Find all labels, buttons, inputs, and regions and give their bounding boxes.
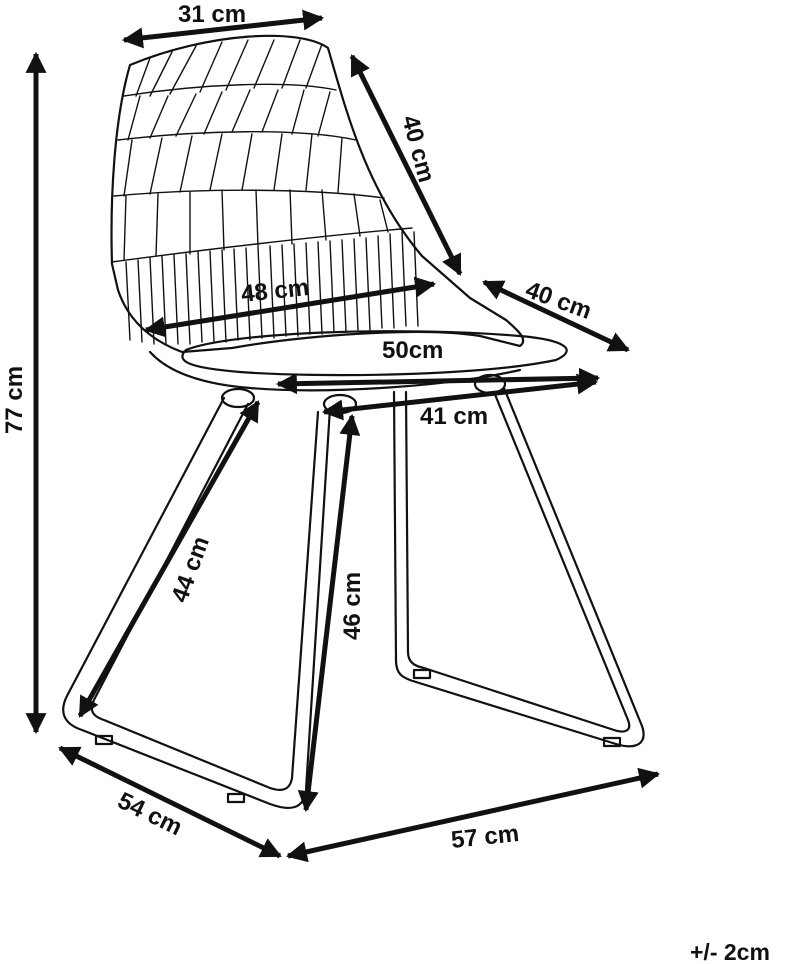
tolerance-note: +/- 2cm [690, 939, 770, 964]
label-base-width: 57 cm [450, 820, 521, 854]
arrow-back-height [349, 54, 463, 276]
glide-1 [94, 734, 114, 746]
left-sled-leg [62, 396, 332, 809]
left-leg-mount [220, 387, 256, 409]
backrest-lattice [123, 39, 389, 261]
backrest-band-3 [113, 189, 385, 199]
label-back-height: 40 cm [396, 113, 440, 186]
backrest-outline [110, 34, 525, 354]
glide-4 [602, 736, 622, 748]
arrow-seat-depth [482, 279, 630, 353]
label-seat-height: 46 cm [339, 572, 366, 640]
arrow-base-depth [58, 745, 282, 859]
arrow-seat-width [275, 367, 601, 395]
arrow-leg-span [321, 373, 599, 421]
label-base-depth: 54 cm [113, 787, 186, 841]
label-seat-width: 50cm [382, 337, 443, 364]
label-total-height: 77 cm [1, 366, 28, 434]
label-leg-span: 41 cm [420, 403, 488, 430]
label-back-width: 31 cm [178, 1, 246, 28]
label-front-leg: 44 cm [166, 533, 215, 606]
dimension-arrows [25, 9, 661, 863]
backrest-band-2 [117, 131, 357, 141]
arrow-back-width [121, 9, 325, 49]
arrow-seat-height [297, 413, 361, 813]
seat-top [181, 330, 568, 377]
right-sled-leg-inner [404, 390, 631, 733]
glide-2 [226, 792, 246, 804]
glide-3 [412, 668, 432, 680]
label-seat-inner-width: 48 cm [240, 274, 311, 308]
arrow-base-width [285, 767, 661, 863]
arrow-front-leg [77, 400, 261, 718]
left-sled-leg-inner [90, 402, 320, 791]
arrow-seat-inner-width [143, 276, 437, 338]
right-sled-leg [392, 386, 645, 748]
